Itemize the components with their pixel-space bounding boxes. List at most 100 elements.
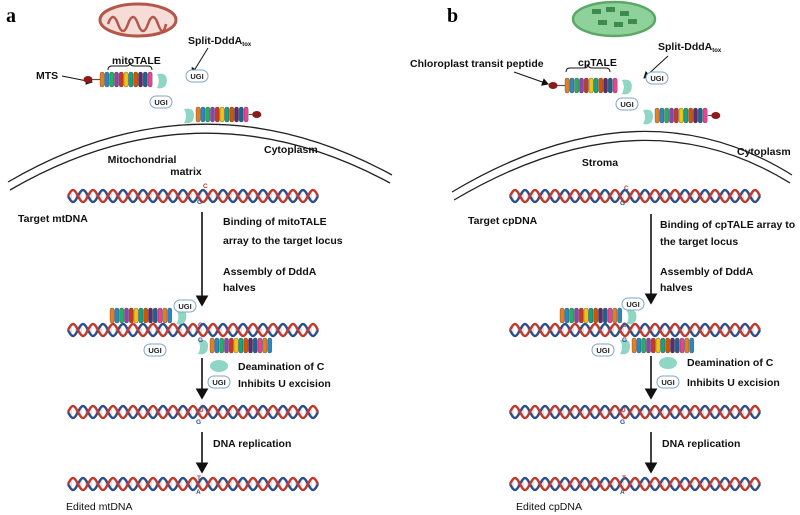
dna-strand-red <box>66 404 320 420</box>
tale-repeat <box>128 71 134 88</box>
tale-repeat <box>588 77 594 94</box>
inhibits-label: Inhibits U excision <box>687 377 780 389</box>
ddda-half-icon <box>643 109 653 125</box>
dna-strand-blue <box>508 404 762 420</box>
base-g: G <box>197 199 202 206</box>
tale-repeat <box>612 77 618 94</box>
dna-strand-blue <box>66 322 320 338</box>
base-u: U <box>621 407 626 414</box>
replication-label: DNA replication <box>213 438 291 450</box>
tale-repeat <box>248 337 253 354</box>
tale-repeat <box>133 307 139 324</box>
signal-peptide-icon <box>711 112 721 119</box>
tale-repeat <box>603 307 608 324</box>
tale-label: cpTALE <box>578 57 617 69</box>
tale-repeat <box>205 106 210 123</box>
tale-protein-lower: UGI <box>615 97 721 125</box>
target-label: Target cpDNA <box>468 215 538 227</box>
dna-strand-blue <box>508 188 762 204</box>
tale-repeat <box>654 107 660 124</box>
tale-repeat <box>243 106 249 123</box>
tale-repeat <box>678 107 684 124</box>
tale-protein-upper: UGI <box>83 69 209 89</box>
tale-repeat <box>143 307 148 324</box>
tale-repeat <box>588 307 594 324</box>
split-ddda-label: Split-DddAtox <box>188 35 252 48</box>
assembly-line-1: Assembly of DddA <box>660 266 754 278</box>
tale-repeat <box>195 106 201 123</box>
tale-repeat <box>684 337 690 354</box>
tale-repeat <box>234 106 239 123</box>
tale-repeat <box>119 71 124 88</box>
ugi-label: UGI <box>626 300 639 309</box>
ddda-half-icon <box>184 108 194 124</box>
signal-peptide-icon <box>548 82 558 89</box>
tale-bound-upper: UGI <box>559 297 645 325</box>
base-u: U <box>199 407 204 414</box>
tale-repeat <box>579 307 584 324</box>
tale-bound-upper: UGI <box>109 299 197 325</box>
chloroplast-icon <box>571 0 657 38</box>
tale-repeat <box>167 307 172 324</box>
ddda-half-icon <box>156 73 167 89</box>
dna-strand-blue <box>508 322 762 338</box>
tale-repeat <box>215 106 220 123</box>
tale-repeat <box>636 337 642 354</box>
dna-helix-uracil <box>508 404 762 420</box>
tale-repeat <box>219 337 224 354</box>
ugi-icon <box>173 299 197 313</box>
assembly-line-1: Assembly of DddA <box>223 266 317 278</box>
dna-strand-red <box>66 476 320 492</box>
base-c-bound: C <box>198 322 203 329</box>
tale-repeat <box>665 337 670 354</box>
mts-label: MTS <box>36 70 58 82</box>
base-g-bound: G <box>198 337 203 344</box>
tale-repeat <box>660 337 666 354</box>
tale-repeat <box>162 307 168 324</box>
binding-line-1: Binding of mitoTALE <box>223 216 327 228</box>
dna-strand-red <box>508 476 762 492</box>
base-a: A <box>196 489 201 496</box>
panel-letter: a <box>6 5 16 27</box>
compartment-label-2: matrix <box>170 166 202 178</box>
tale-repeat <box>109 307 115 324</box>
ugi-icon <box>621 297 645 311</box>
tale-repeat <box>689 337 694 354</box>
tale-repeat <box>124 307 129 324</box>
tale-repeat <box>209 337 215 354</box>
tale-repeat <box>238 337 244 354</box>
ugi-icon <box>645 71 669 85</box>
binding-line-1: Binding of cpTALE array to <box>660 219 795 231</box>
transit-peptide-label: Chloroplast transit peptide <box>410 58 544 70</box>
base-c-bound: C <box>622 322 627 329</box>
dna-helix-bound <box>508 322 762 338</box>
tale-repeat <box>693 107 698 124</box>
tale-repeat <box>617 307 622 324</box>
cytoplasm-label: Cytoplasm <box>264 144 318 156</box>
tale-repeat <box>239 106 244 123</box>
tale-repeat <box>593 77 599 94</box>
ddda-half-icon <box>620 339 630 355</box>
transit-peptide-arrow <box>513 71 549 86</box>
dna-strand-red <box>508 322 762 338</box>
tale-repeat <box>243 337 248 354</box>
tale-protein-lower: UGI <box>149 95 262 124</box>
tale-repeat <box>138 71 143 88</box>
ugi-icon <box>149 95 173 109</box>
tale-repeat <box>210 106 215 123</box>
ddda-half-icon <box>626 309 637 325</box>
tale-repeat <box>200 106 206 123</box>
tale-bound-lower: UGI <box>591 337 694 357</box>
edited-label: Edited cpDNA <box>516 501 582 513</box>
outer-membrane <box>7 123 393 183</box>
tale-repeat <box>683 107 689 124</box>
tale-repeat <box>114 307 120 324</box>
tale-repeat <box>584 77 589 94</box>
ugi-label: UGI <box>154 98 167 107</box>
ugi-icon <box>185 69 209 83</box>
tale-repeat <box>698 107 703 124</box>
dna-strand-red <box>508 404 762 420</box>
panel-letter: b <box>447 5 458 27</box>
tale-repeat <box>574 77 579 94</box>
dna-helix-target <box>66 188 320 204</box>
